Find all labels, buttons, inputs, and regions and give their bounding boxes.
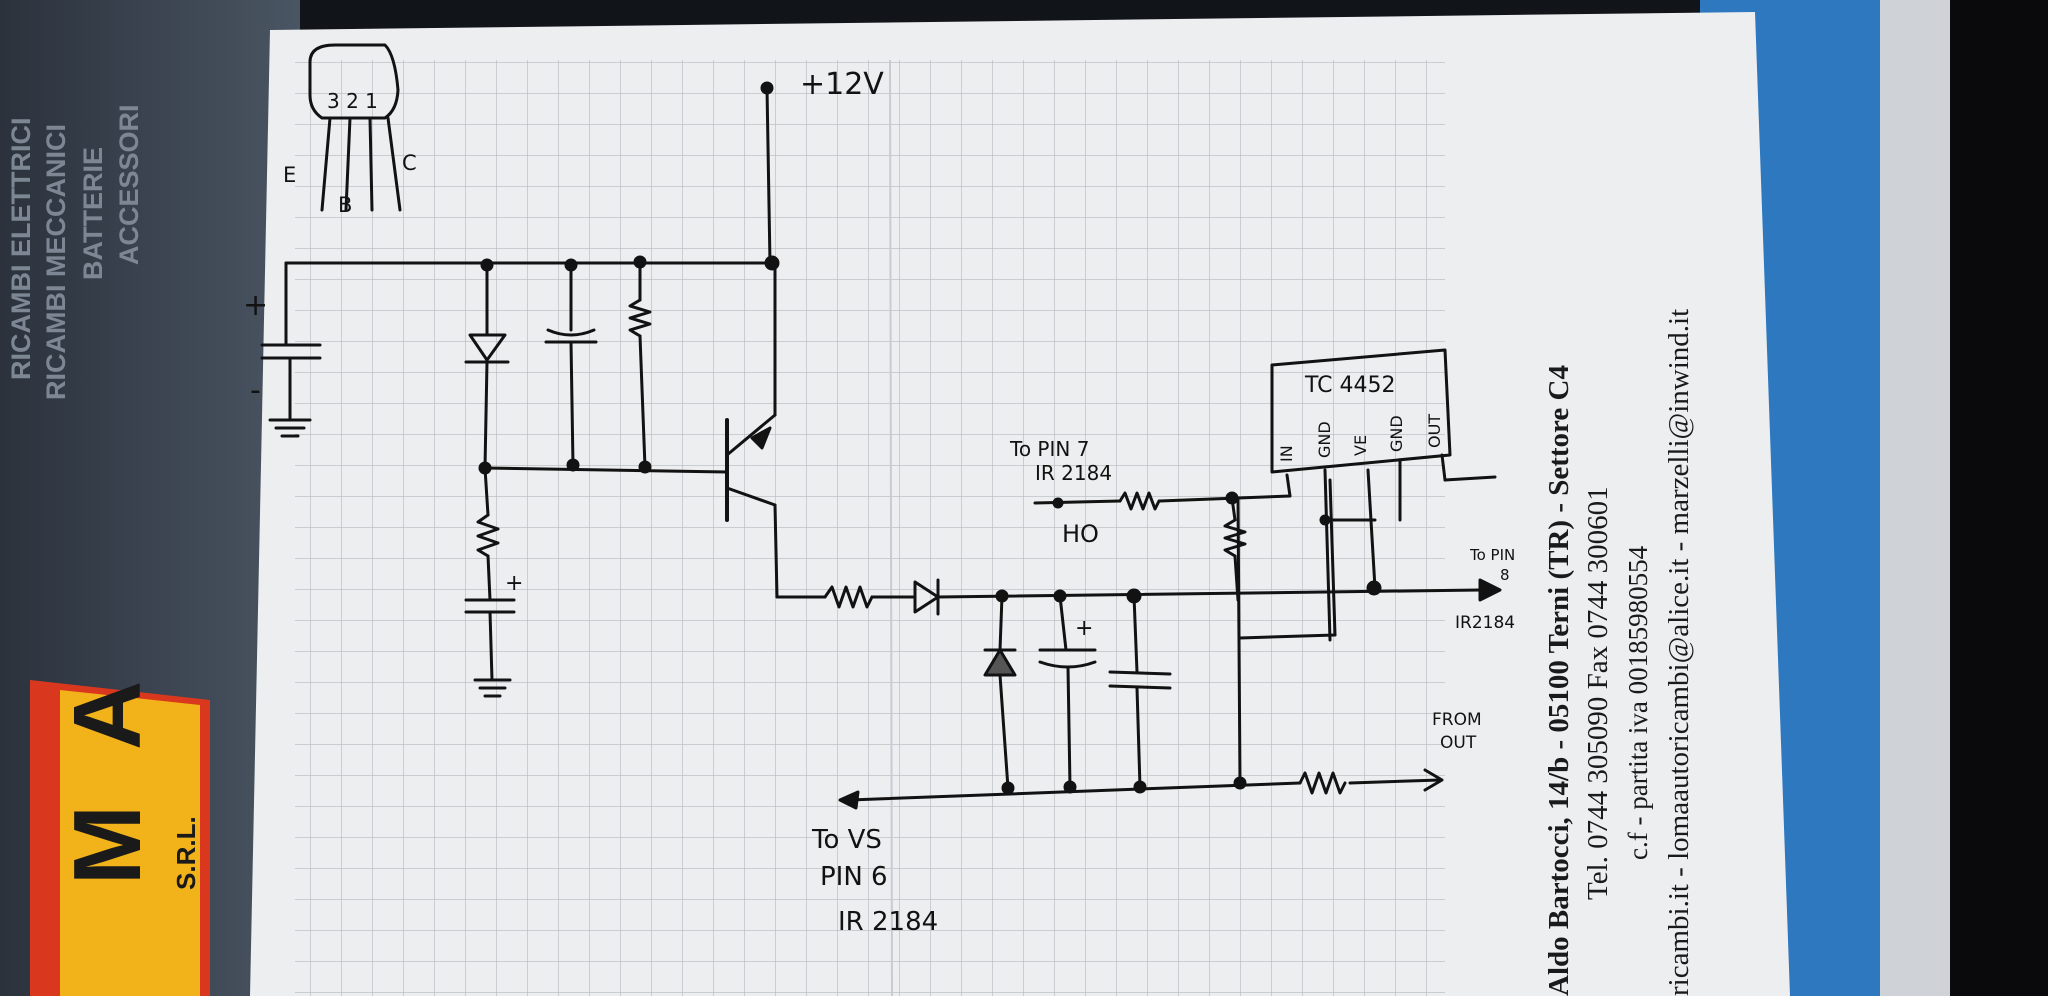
pinout-emitter-label: E [283, 163, 296, 187]
series-resistor [823, 585, 874, 609]
dark-edge [1950, 0, 2048, 996]
to-vs-arrow [838, 790, 860, 810]
base-rail [483, 466, 729, 474]
to-pin8-arrow [1478, 578, 1502, 602]
ic-pin-out: OUT [1425, 414, 1444, 448]
paper-edge [1880, 0, 1950, 996]
transistor-pinout [308, 43, 402, 212]
pinout-numbers: 3 2 1 [327, 89, 378, 113]
output-rail [936, 588, 1482, 599]
sidebar-line-3: BATTERIE [78, 147, 108, 280]
supply-label: +12V [800, 67, 884, 102]
sidebar-line-1: RICAMBI ELETTRICI [6, 118, 36, 381]
rc-resistor [476, 513, 500, 558]
ho-resistor [1118, 491, 1161, 511]
ic-pin-gnd-1: GND [1315, 421, 1334, 458]
lower-rail [848, 781, 1302, 802]
from-out-resistor [1298, 771, 1347, 795]
diagram-labels: 3 2 1 E B C +12V + - + + To PIN 7 IR 218… [243, 67, 1515, 937]
zener-diode [468, 333, 507, 362]
letterhead-address: Aldo Bartocci, 14/b - 05100 Terni (TR) -… [1543, 365, 1575, 996]
pinout-base-label: B [338, 193, 352, 217]
from-out-line2: OUT [1440, 733, 1477, 753]
ic-pin-in: IN [1277, 445, 1296, 462]
pulldown-resistor [1223, 518, 1247, 558]
input-cap-minus: - [250, 373, 261, 408]
letterhead-emails: ricambi.it - lomaautoricambi@alice.it - … [1663, 309, 1695, 996]
sidebar-line-4: ACCESSORI [114, 104, 144, 265]
tc4452-chip [1270, 348, 1452, 474]
bootstrap-cap-plus: + [1075, 616, 1093, 641]
pinout-collector-label: C [402, 151, 417, 175]
ic-pin-gnd-2: GND [1387, 415, 1406, 452]
cap-branch-curve [546, 328, 596, 337]
circuit-drawing [260, 43, 1502, 810]
letterhead-fiscal: c.f - partita iva 00185980554 [1623, 545, 1653, 860]
to-pin7-line2: IR 2184 [1035, 461, 1112, 485]
ho-label: HO [1062, 520, 1099, 548]
paper-fold [889, 59, 893, 996]
letterhead-phone: Tel. 0744 305090 Fax 0744 300601 [1582, 486, 1614, 900]
resistor-branch [628, 298, 652, 338]
logo-suffix: S.R.L. [171, 816, 201, 890]
company-logo: M A S.R.L. [30, 680, 210, 996]
to-pin8-line1: To PIN [1469, 546, 1515, 564]
ic-pin-ve: VE [1351, 435, 1370, 456]
to-vs-line2: PIN 6 [820, 862, 888, 892]
to-pin7-line1: To PIN 7 [1009, 437, 1089, 461]
sidebar-line-2: RICAMBI MECCANICI [41, 124, 71, 400]
logo-letter-a: A [54, 681, 161, 750]
rc-cap-plus: + [505, 571, 523, 596]
logo-letter-m: M [54, 805, 161, 885]
from-out-line1: FROM [1432, 710, 1482, 730]
to-pin8-line3: IR2184 [1455, 613, 1515, 633]
sidebar-print: RICAMBI ELETTRICI RICAMBI MECCANICI BATT… [6, 104, 144, 400]
supply-line [765, 86, 772, 265]
ic-name: TC 4452 [1304, 373, 1396, 398]
to-vs-line1: To VS [811, 825, 882, 855]
letterhead: Aldo Bartocci, 14/b - 05100 Terni (TR) -… [1543, 309, 1695, 996]
input-cap-plus: + [243, 288, 268, 323]
series-diode [913, 580, 940, 614]
to-vs-line3: IR 2184 [838, 907, 938, 937]
to-pin8-line2: 8 [1500, 566, 1510, 584]
grid-area [295, 60, 1445, 996]
ic-pin-labels: IN GND VE GND OUT [1277, 414, 1444, 462]
